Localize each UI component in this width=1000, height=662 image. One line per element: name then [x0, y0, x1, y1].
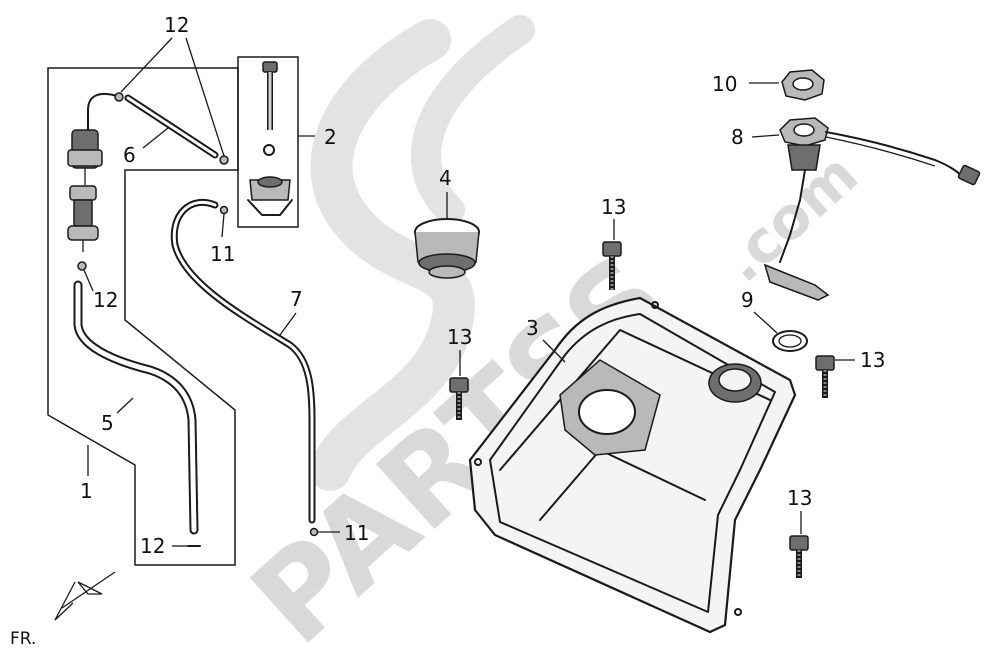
clip-12-a: [77, 261, 87, 271]
bolt-13-c: [815, 355, 835, 398]
bolt-13-a: [602, 241, 622, 290]
vent-valve-2: [247, 61, 293, 216]
hose-6: [124, 94, 219, 159]
leader-lines: [83, 37, 855, 547]
watermark-swoosh-2: [410, 15, 535, 225]
front-direction-arrow: [54, 571, 116, 621]
callout-6: 6: [123, 143, 136, 167]
callout-7: 7: [290, 287, 303, 311]
vent-hose-7: [170, 198, 316, 524]
callout-12: 12: [164, 13, 189, 37]
fuel-sender-8: [763, 117, 981, 301]
clip-11-a: [219, 205, 229, 215]
callout-4: 4: [439, 166, 452, 190]
gasket-9: [772, 330, 808, 352]
callout-13: 13: [601, 195, 626, 219]
callout-11: 11: [210, 242, 235, 266]
clip-11-b: [309, 527, 319, 537]
callout-2: 2: [324, 125, 337, 149]
callout-13: 13: [447, 325, 472, 349]
clip-12-b: [114, 92, 124, 102]
fuel-hose-5: [73, 280, 199, 535]
callout-9: 9: [741, 288, 754, 312]
direction-label: FR.: [10, 629, 36, 649]
clip-12-d: [219, 155, 229, 165]
bolt-13-d: [789, 535, 809, 578]
bolt-13-b: [449, 377, 469, 420]
fuel-valve: [67, 92, 121, 185]
assembly-2-frame: [237, 56, 299, 228]
watermark-domain: .com: [709, 140, 871, 295]
fuel-filter: [67, 185, 99, 252]
callout-12: 12: [93, 288, 118, 312]
callout-8: 8: [731, 125, 744, 149]
callout-5: 5: [101, 411, 114, 435]
fuel-tank-3: [468, 296, 797, 634]
gasket-9-inner: [778, 334, 802, 348]
callout-12: 12: [140, 534, 165, 558]
callout-13: 13: [787, 486, 812, 510]
callout-11: 11: [344, 521, 369, 545]
callout-1: 1: [80, 479, 93, 503]
callout-13: 13: [860, 348, 885, 372]
lock-ring-10: [781, 69, 825, 101]
fuel-cap-4: [414, 218, 480, 279]
callout-3: 3: [526, 316, 539, 340]
callout-10: 10: [712, 72, 737, 96]
